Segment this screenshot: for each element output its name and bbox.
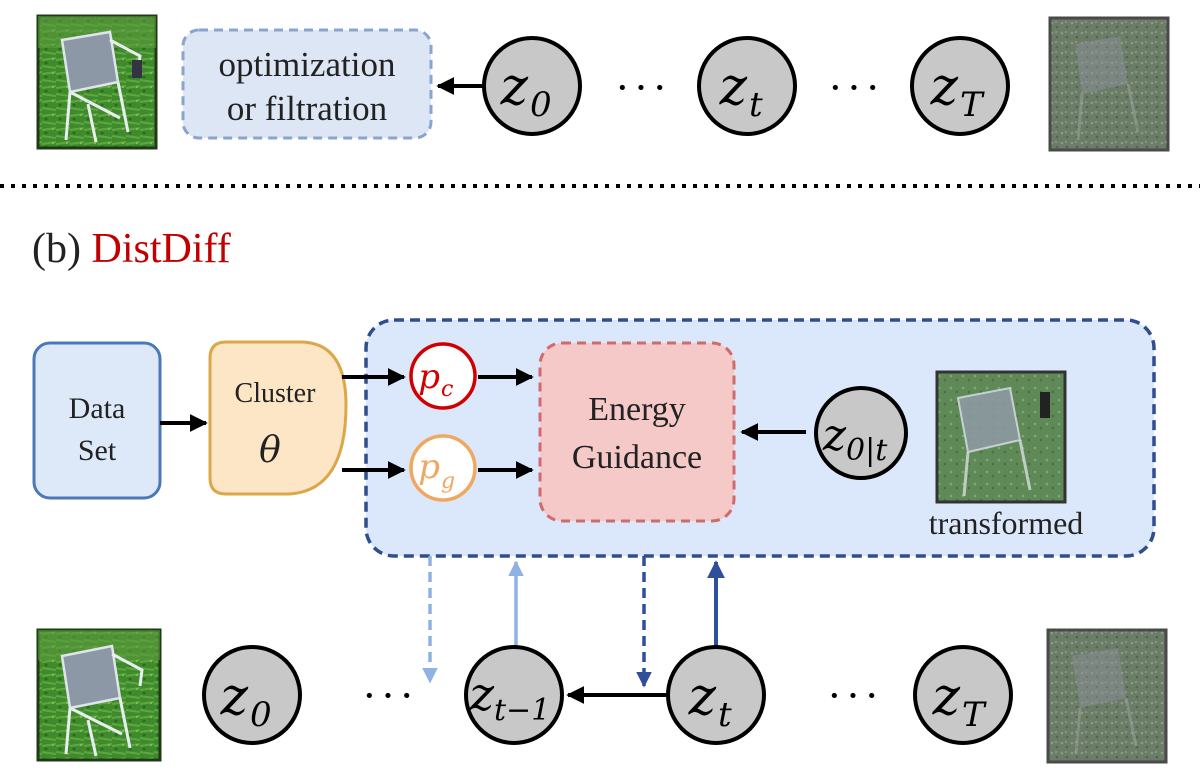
chair-transformed-image-icon: [935, 370, 1067, 504]
chair-noisy-image-icon-bottom: [1046, 628, 1168, 764]
cluster-label: Cluster: [235, 378, 317, 409]
z0t-sub: 0|t: [846, 433, 888, 468]
cluster-theta: θ: [259, 430, 281, 471]
node-sub: t: [749, 85, 763, 125]
energy-line-2: Guidance: [572, 439, 702, 476]
box-line-1: optimization: [219, 45, 396, 84]
chair-clean-image-icon-bottom: [36, 628, 162, 762]
node-base: z: [500, 57, 529, 117]
node-base: z: [930, 57, 959, 117]
node-pc: p c: [409, 342, 477, 410]
pg-sub: g: [441, 469, 455, 494]
section-b-prefix: (b): [32, 226, 91, 272]
dataset-line-1: Data: [69, 392, 126, 425]
node-sub: 0: [530, 85, 552, 125]
node-base: z: [220, 667, 249, 727]
node-pg: p g: [409, 434, 477, 502]
pc-sub: c: [441, 377, 453, 402]
node-base: z: [688, 667, 717, 727]
optimization-filtration-box: optimization or filtration: [181, 28, 433, 140]
section-b-title: (b) DistDiff: [32, 226, 231, 272]
ellipsis-2: · · ·: [830, 69, 878, 105]
dataset-line-2: Set: [78, 434, 117, 467]
node-base: z: [719, 57, 748, 117]
node-zT-bottom: z T: [913, 645, 1013, 745]
node-sub: T: [962, 695, 987, 735]
z0t-base: z: [822, 410, 847, 461]
node-zt-top: z t: [697, 36, 797, 136]
ellipsis-1: · · ·: [617, 69, 665, 105]
node-zT-top: z T: [910, 36, 1010, 136]
pg-base: p: [418, 447, 440, 487]
node-z0-bottom: z 0: [202, 645, 302, 745]
node-zt-minus-1: z t−1: [464, 645, 564, 745]
transformed-label: transformed: [929, 505, 1084, 541]
chair-clean-image-icon: [36, 14, 158, 150]
node-sub: T: [960, 85, 985, 125]
node-zt-bottom: z t: [666, 645, 766, 745]
energy-line-1: Energy: [588, 391, 686, 428]
node-base: z: [932, 667, 961, 727]
energy-guidance-box: Energy Guidance: [538, 341, 736, 523]
section-b-name: DistDiff: [91, 226, 230, 272]
node-sub: 0: [250, 695, 272, 735]
box-line-2: or filtration: [227, 89, 387, 128]
cluster-box: Cluster θ: [208, 340, 348, 496]
node-sub: t−1: [494, 693, 550, 728]
ellipsis-3: · · ·: [364, 677, 412, 713]
ellipsis-4: · · ·: [829, 677, 877, 713]
node-z0-top: z 0: [482, 36, 582, 136]
node-base: z: [469, 667, 495, 721]
chair-noisy-image-icon: [1048, 16, 1170, 152]
pc-base: p: [418, 357, 440, 397]
dataset-box: Data Set: [32, 341, 162, 500]
node-sub: t: [718, 695, 732, 735]
node-z0-given-t: z 0|t: [814, 386, 908, 480]
